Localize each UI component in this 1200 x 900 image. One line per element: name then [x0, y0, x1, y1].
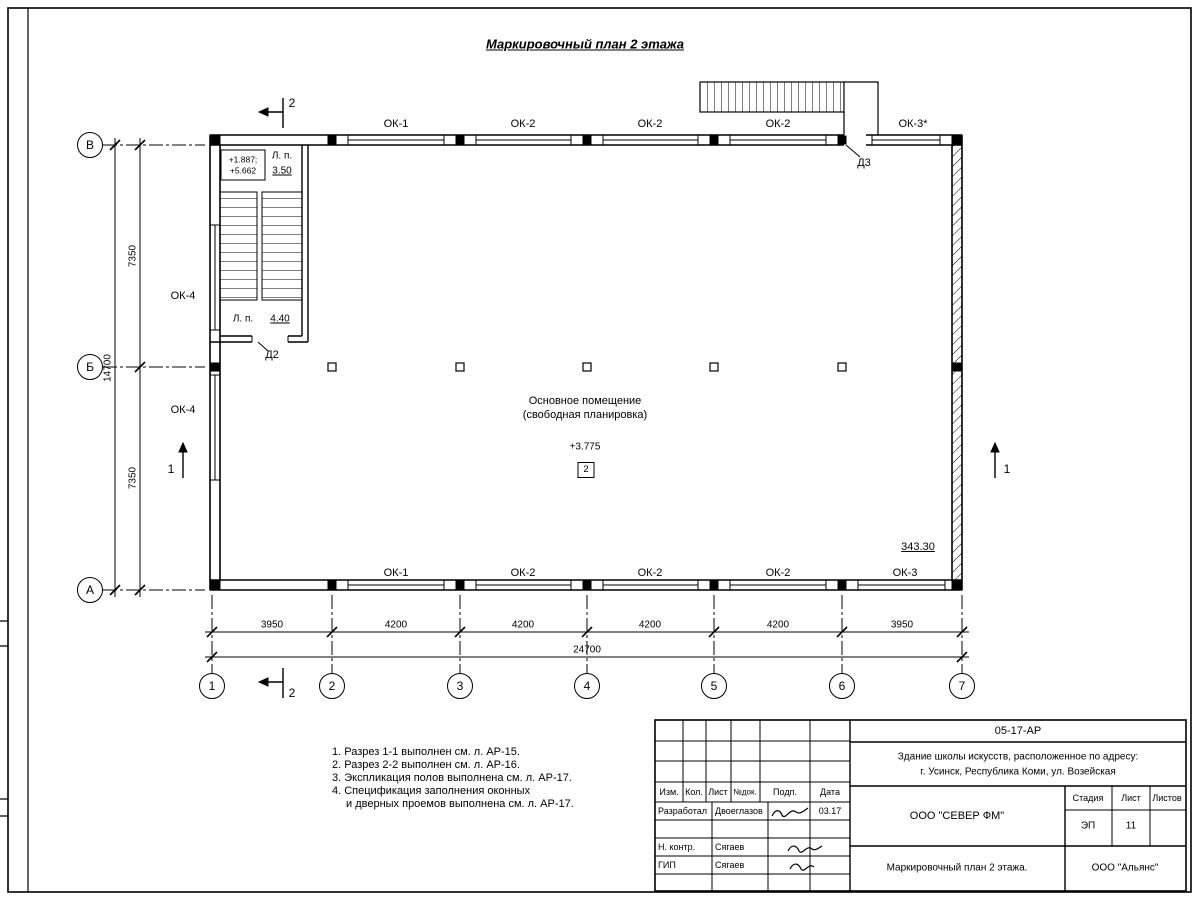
sheet-frame: [0, 7, 1192, 893]
doc-number: 05-17-АР: [994, 725, 1042, 737]
window-label: ОК-1: [383, 118, 409, 130]
sheet-title: Маркировочный план 2 этажа.: [886, 862, 1028, 874]
window-label: ОК-3*: [898, 118, 928, 130]
stair-lp-label: Л. п.: [232, 313, 254, 325]
external-stair: [699, 81, 879, 158]
dim-label: 4200: [638, 619, 662, 631]
company-name: ООО "СЕВЕР ФМ": [909, 810, 1005, 822]
tb-header-kol: Кол.: [685, 787, 703, 797]
title-block-grid: [654, 719, 1187, 892]
window-label: ОК-2: [765, 567, 791, 579]
note-line: 2. Разрез 2-2 выполнен см. л. АР-16.: [332, 759, 520, 771]
dim-total-label: 14700: [102, 354, 114, 382]
sheet-value: 11: [1125, 820, 1137, 832]
axis-row-b: Б: [77, 354, 103, 380]
dim-label: 7350: [127, 244, 139, 268]
dimension-lines: [109, 138, 969, 663]
stage-label: Стадия: [1072, 793, 1104, 803]
dim-label: 3950: [260, 619, 284, 631]
elevation-mark: 343.30: [901, 541, 935, 553]
section-label-1: 1: [1003, 462, 1011, 476]
window-label: ОК-4: [170, 404, 196, 416]
stair-lp-lower-value: 4.40: [270, 313, 290, 325]
room-level: +3.775: [569, 441, 601, 453]
drawing-title: Маркировочный план 2 этажа: [486, 36, 684, 52]
door-label-d3: Д3: [857, 157, 871, 169]
stair-level-upper: +1.887;: [228, 154, 258, 165]
axis-col-1: 1: [199, 673, 225, 699]
signature: [771, 807, 823, 871]
sheets-label: Листов: [1152, 793, 1182, 803]
window-label: ОК-2: [765, 118, 791, 130]
stair-lp-upper-value: 3.50: [272, 165, 292, 177]
window-label: ОК-2: [510, 118, 536, 130]
axis-col-7: 7: [949, 673, 975, 699]
dim-label: 4200: [384, 619, 408, 631]
window-label: ОК-1: [383, 567, 409, 579]
stairwell: [210, 145, 309, 352]
window-label: ОК-3: [892, 567, 918, 579]
window-label: ОК-2: [637, 567, 663, 579]
sheet-label: Лист: [1121, 793, 1141, 803]
section-label-1: 1: [167, 462, 175, 476]
walls: [209, 134, 963, 591]
axis-col-2: 2: [319, 673, 345, 699]
tb-header-podp: Подп.: [773, 787, 797, 797]
axis-col-3: 3: [447, 673, 473, 699]
tb-header-list: Лист: [708, 787, 728, 797]
tb-name: Двоеглазов: [715, 806, 763, 816]
axis-row-a: А: [77, 577, 103, 603]
door-label-d2: Д2: [265, 349, 279, 361]
tb-name: Сягаев: [715, 860, 745, 870]
note-line: 1. Разрез 1-1 выполнен см. л. АР-15.: [332, 746, 520, 758]
axis-col-4: 4: [574, 673, 600, 699]
tb-role: Н. контр.: [658, 842, 696, 852]
axis-lines: [103, 144, 963, 673]
tb-header-data: Дата: [820, 787, 840, 797]
tb-header-izm: Изм.: [659, 787, 679, 797]
contractor-name: ООО "Альянс": [1091, 862, 1159, 874]
dim-label: 4200: [511, 619, 535, 631]
dim-total-label: 24700: [573, 644, 601, 656]
window-label: ОК-4: [170, 290, 196, 302]
axis-row-v: В: [77, 132, 103, 158]
stair-level-lower: +5.662: [229, 165, 257, 175]
dim-label: 3950: [890, 619, 914, 631]
window-label: ОК-2: [510, 567, 536, 579]
dim-label: 7350: [127, 466, 139, 490]
project-line1: Здание школы искусств, расположенное по …: [897, 751, 1139, 763]
project-line2: г. Усинск, Республика Коми, ул. Возейска…: [920, 766, 1116, 778]
tb-name: Сягаев: [715, 842, 745, 852]
axis-col-5: 5: [701, 673, 727, 699]
note-line: 3. Экспликация полов выполнена см. л. АР…: [332, 772, 572, 784]
room-number: 2: [583, 464, 589, 476]
stair-level-box: +1.887; +5.662: [220, 149, 266, 181]
room-number-box: 2: [577, 462, 595, 478]
section-label-2: 2: [288, 686, 296, 700]
dim-label: 4200: [766, 619, 790, 631]
tb-role: ГИП: [658, 860, 676, 870]
axis-col-6: 6: [829, 673, 855, 699]
stage-value: ЭП: [1080, 820, 1096, 832]
note-line: и дверных проемов выполнена см. л. АР-17…: [346, 798, 574, 810]
stair-lp-label: Л. п.: [271, 150, 293, 162]
tb-header-doc: №док.: [733, 787, 757, 797]
tb-role: Разработал: [658, 806, 707, 816]
note-line: 4. Спецификация заполнения оконных: [332, 785, 531, 797]
room-name-line1: Основное помещение: [528, 395, 642, 407]
section-label-2: 2: [288, 96, 296, 110]
room-name-line2: (свободная планировка): [522, 409, 648, 421]
window-label: ОК-2: [637, 118, 663, 130]
tb-date: 03.17: [818, 806, 842, 816]
section-marks: [178, 98, 1000, 698]
